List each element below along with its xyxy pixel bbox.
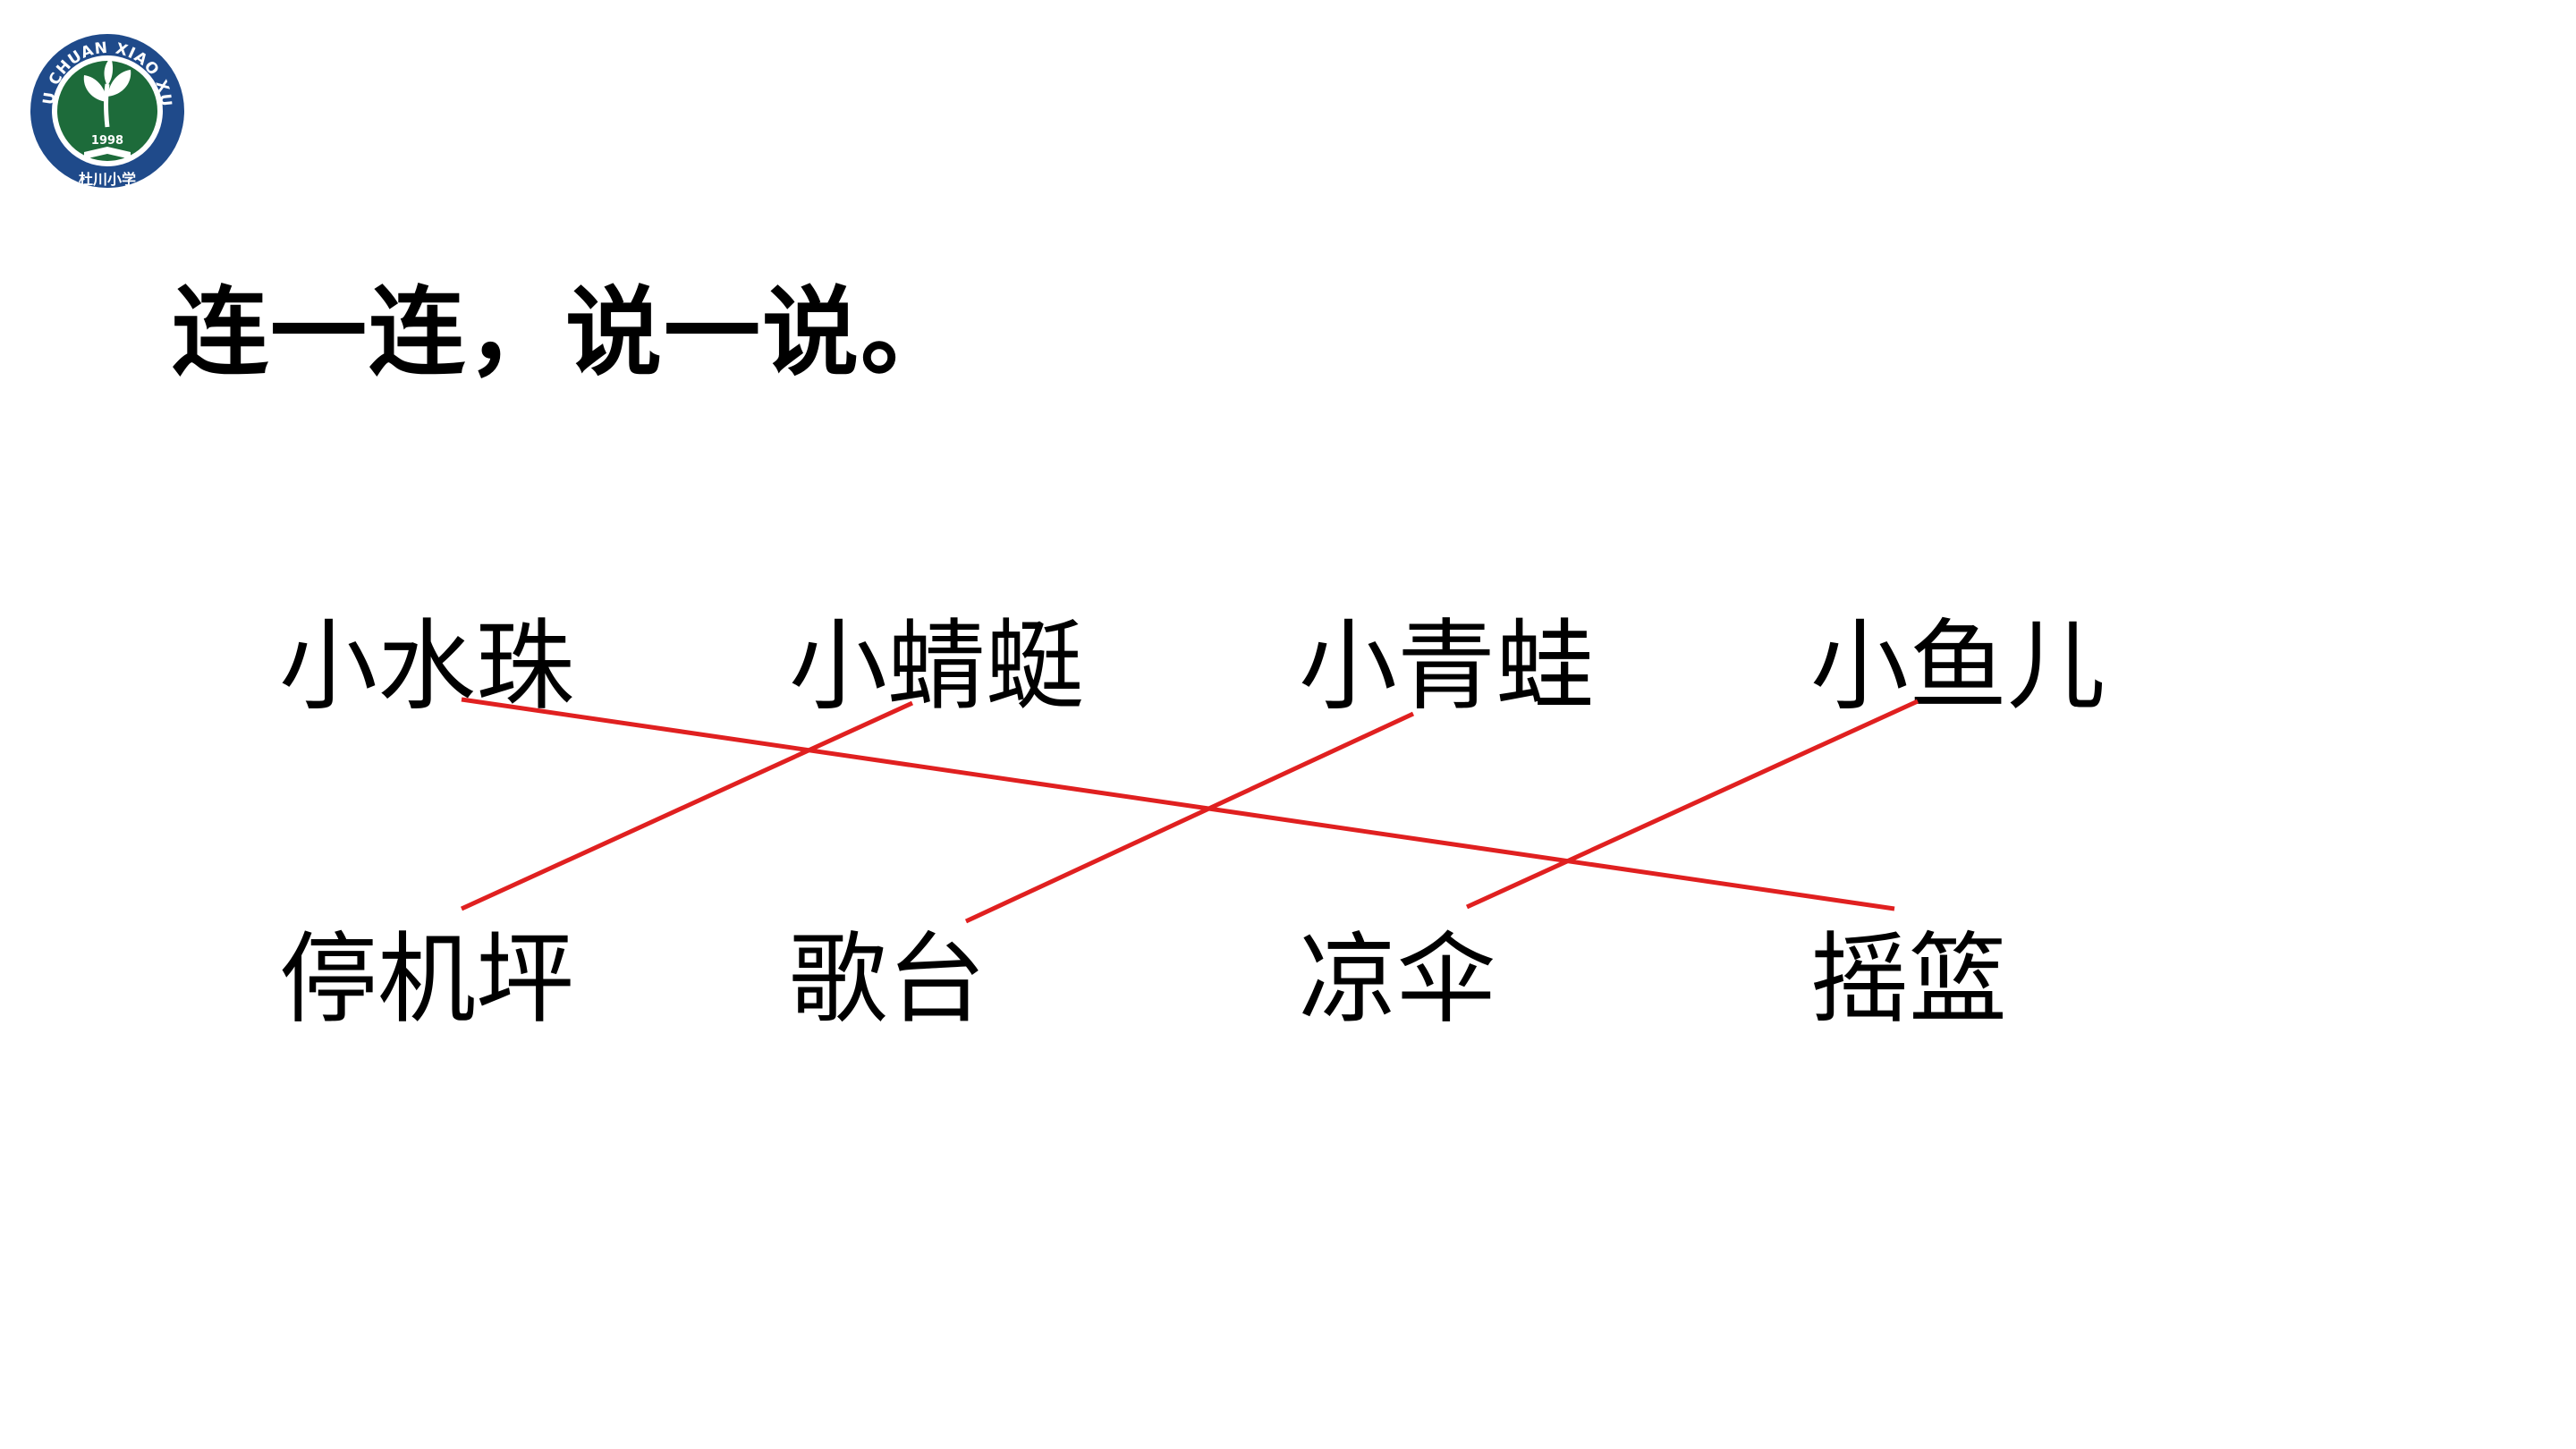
school-logo: DU CHUAN XIAO XUE 1998 杜川小学: [27, 21, 184, 188]
word-helipad[interactable]: 停机坪: [279, 922, 574, 1037]
logo-year: 1998: [91, 134, 123, 148]
match-line-drop-cradle: [461, 697, 1895, 911]
match-line-frog-stage: [964, 711, 1415, 924]
match-line-fish-umbrella: [1465, 699, 1919, 910]
logo-name-cn: 杜川小学: [79, 171, 136, 188]
word-drop[interactable]: 小水珠: [279, 609, 574, 724]
word-cradle[interactable]: 摇篮: [1810, 922, 2007, 1037]
word-frog[interactable]: 小青蛙: [1299, 609, 1594, 724]
word-umbrella[interactable]: 凉伞: [1299, 922, 1496, 1037]
word-stage[interactable]: 歌台: [789, 922, 986, 1037]
match-line-dragonfly-helipad: [460, 700, 914, 911]
word-dragonfly[interactable]: 小蜻蜓: [789, 609, 1084, 724]
instruction-heading: 连一连，说一说。: [172, 276, 960, 389]
word-fish[interactable]: 小鱼儿: [1810, 609, 2106, 724]
